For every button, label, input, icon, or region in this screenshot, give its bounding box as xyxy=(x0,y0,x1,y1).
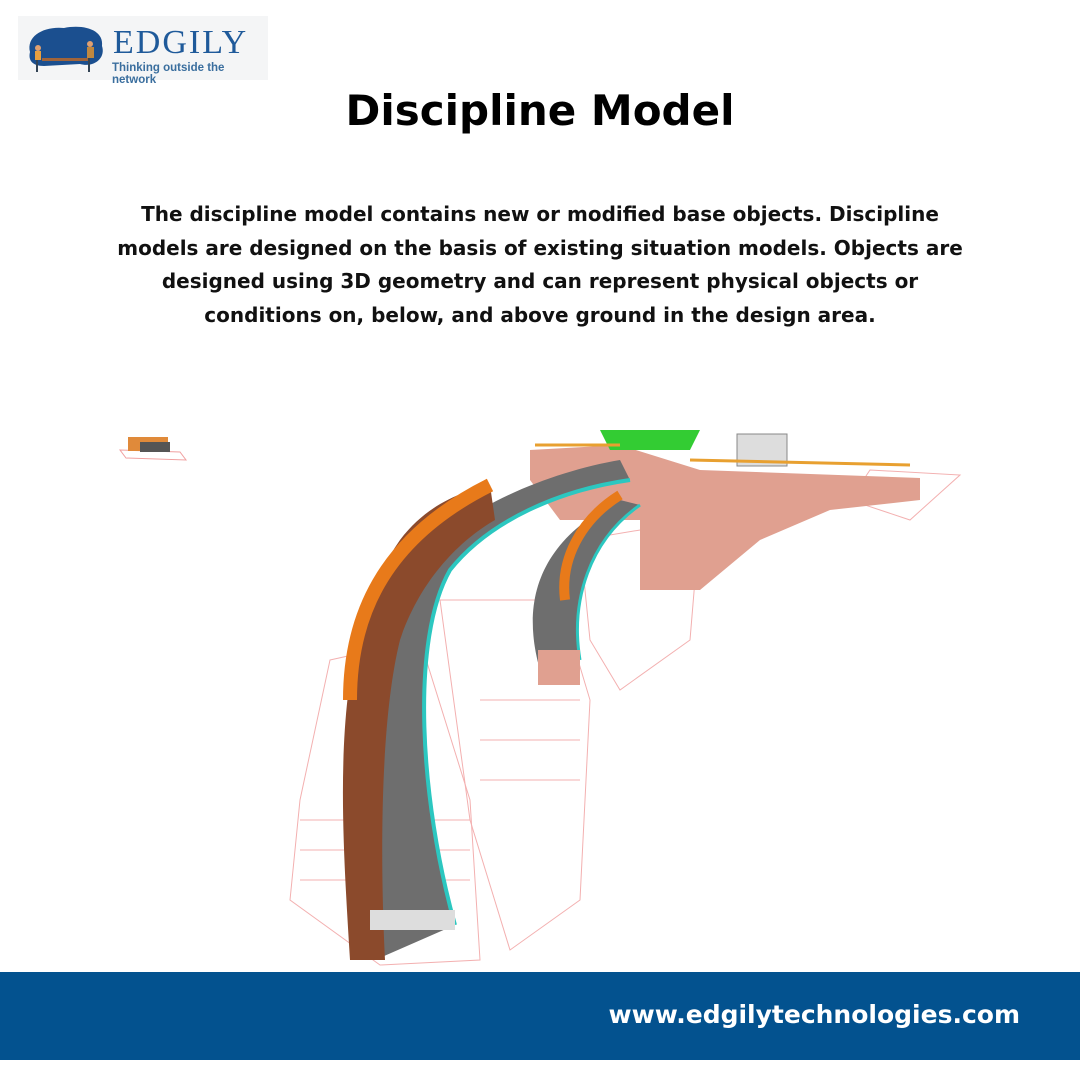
page-title: Discipline Model xyxy=(345,86,735,135)
curved-road-main xyxy=(342,460,631,960)
discipline-model-illustration xyxy=(118,430,962,966)
footer-banner: www.edgilytechnologies.com xyxy=(0,972,1080,1060)
small-object xyxy=(118,437,188,461)
logo-illustration-icon xyxy=(29,26,103,72)
description: The discipline model contains new or mod… xyxy=(117,202,963,327)
logo-tagline: Thinking outside the network xyxy=(112,62,225,86)
curved-road-secondary xyxy=(532,490,641,685)
website-link[interactable]: www.edgilytechnologies.com xyxy=(608,1000,1020,1029)
edgily-logo: EDGILY Thinking outside the network xyxy=(18,16,268,86)
logo-name: EDGILY xyxy=(113,24,249,61)
